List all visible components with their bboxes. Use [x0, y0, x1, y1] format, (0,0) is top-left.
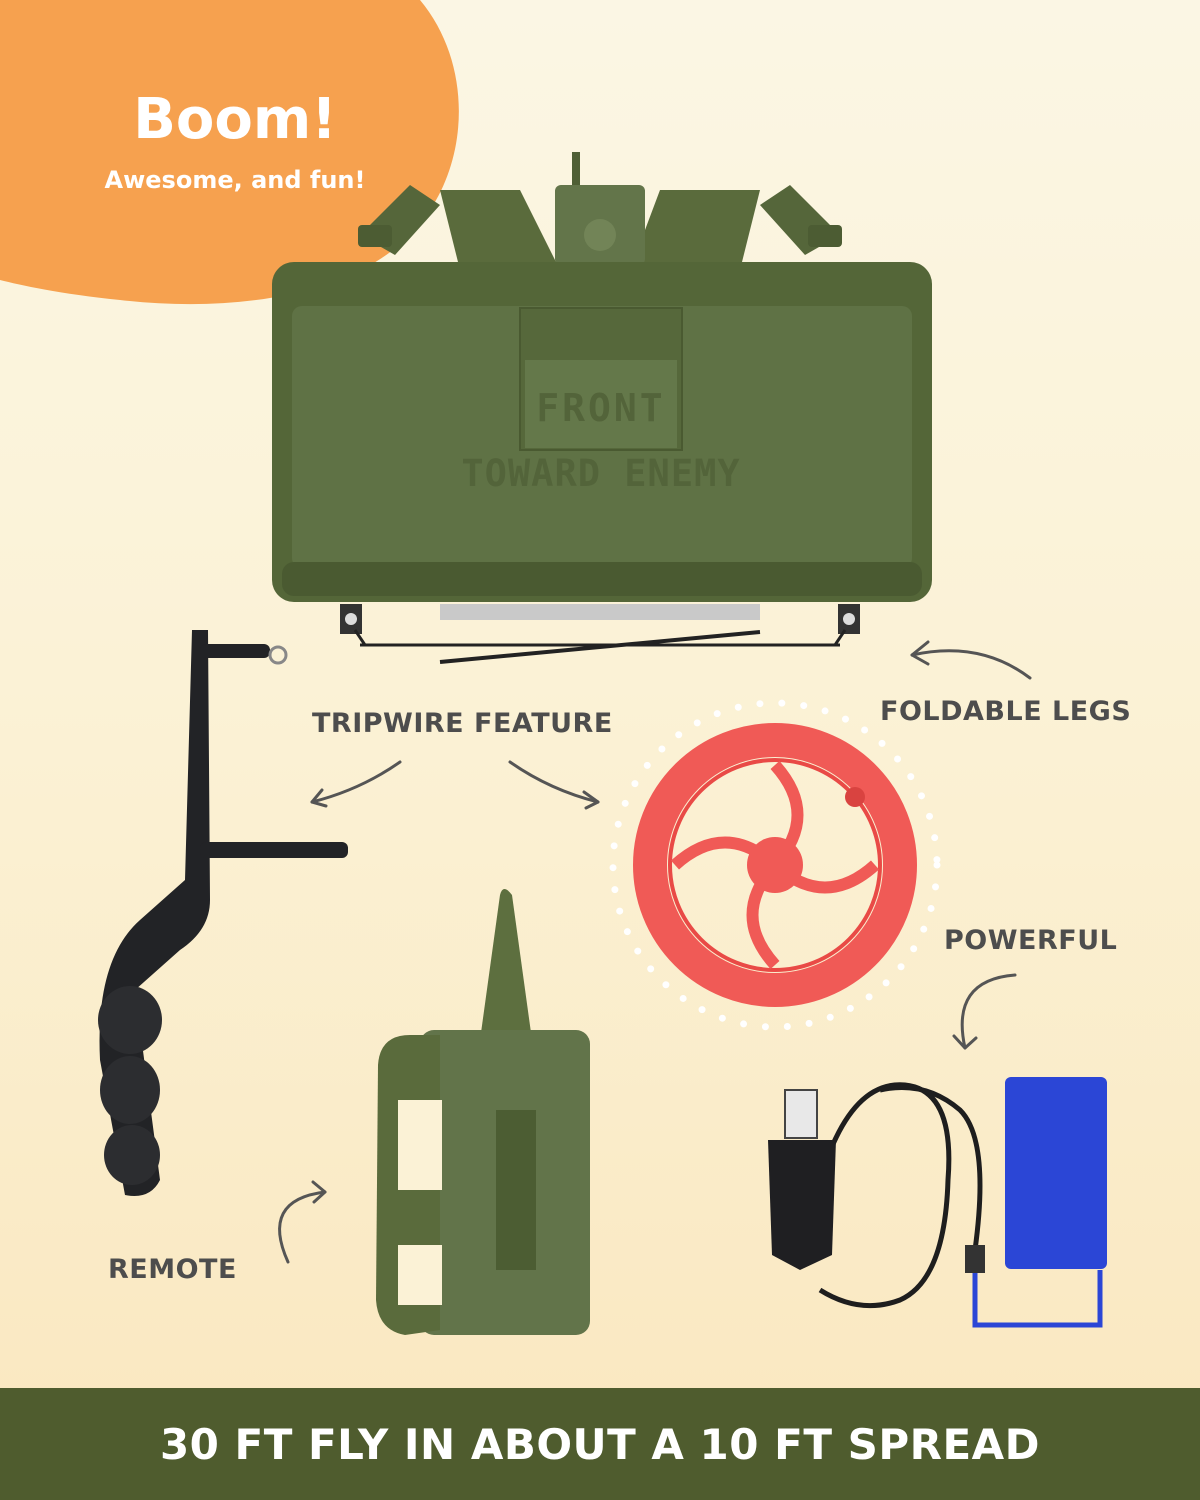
- mine-front-text: FRONT: [536, 386, 666, 430]
- product-scene: [98, 152, 1107, 1335]
- arrow-legs: [910, 649, 1032, 680]
- badge-tagline: Awesome, and fun!: [104, 166, 366, 194]
- arrow-remote: [278, 1190, 327, 1264]
- callout-arrows: [278, 640, 1032, 1264]
- charger-and-battery: [768, 1077, 1107, 1328]
- mine-legs: [340, 604, 860, 664]
- powerful-label: POWERFUL: [944, 925, 1118, 956]
- footer-text: 30 FT FLY IN ABOUT A 10 FT SPREAD: [159, 1419, 1041, 1469]
- orange-badge-shape: [0, 0, 459, 305]
- badge-headline: Boom!: [133, 87, 337, 152]
- tripwire-feature-label: TRIPWIRE FEATURE: [312, 708, 613, 739]
- footer-banner: 30 FT FLY IN ABOUT A 10 FT SPREAD: [0, 1388, 1200, 1500]
- mine-toward-enemy-text: TOWARD ENEMY: [461, 452, 741, 495]
- remote-control: [376, 889, 590, 1335]
- tripwire-reel: [609, 699, 941, 1031]
- arrow-powerful: [960, 973, 1017, 1050]
- arrow-tripwire-right: [508, 760, 600, 804]
- clacker-handle: [98, 630, 348, 1196]
- foldable-legs-label: FOLDABLE LEGS: [880, 696, 1132, 727]
- remote-label: REMOTE: [108, 1254, 237, 1285]
- mine-top-hardware: [358, 152, 842, 270]
- mine-body: [272, 262, 932, 602]
- arrow-tripwire-left: [310, 760, 402, 804]
